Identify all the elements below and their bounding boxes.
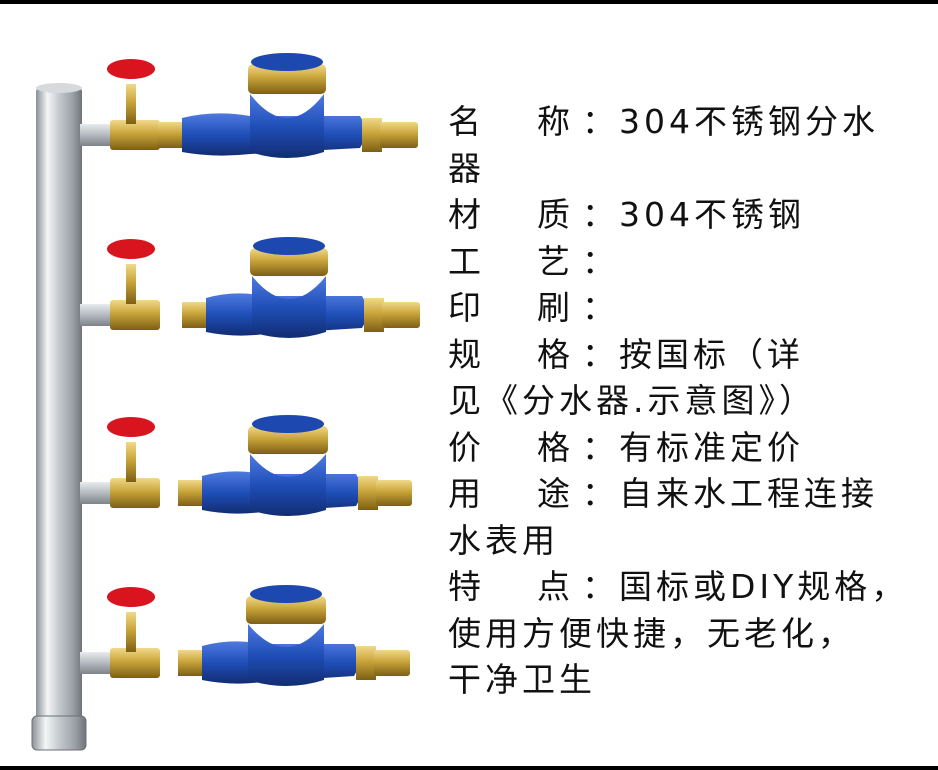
spec-separator: ： (582, 288, 619, 327)
spec-label: 工艺 (448, 239, 582, 286)
spec-value: 304不锈钢分水 (619, 102, 879, 141)
branch-2 (80, 237, 420, 338)
spec-separator: ： (582, 241, 619, 281)
spec-line: 印刷： (448, 285, 933, 332)
spec-label: 名称 (448, 99, 582, 146)
spec-value-continuation: 水表用 (448, 520, 559, 560)
spec-label-char: 材 (448, 195, 485, 234)
spec-line: 名称：304不锈钢分水 (448, 99, 933, 146)
spec-separator: ： (582, 195, 619, 234)
spec-label-char: 规 (448, 334, 485, 374)
spec-label-char: 刷 (537, 288, 574, 327)
manifold-end-cap (31, 715, 87, 751)
spec-separator: ： (582, 334, 619, 374)
spec-separator: ： (582, 474, 619, 513)
spec-label-char: 工 (448, 241, 485, 281)
spec-list: 名称：304不锈钢分水器材质：304不锈钢工艺：印刷：规格：按国标（详见《分水器… (448, 99, 933, 704)
manifold-pipe (36, 86, 82, 726)
spec-label-char: 质 (537, 195, 574, 234)
spec-value: 按国标（详 (619, 334, 804, 374)
spec-line: 规格：按国标（详 (448, 332, 933, 379)
branch-3 (80, 415, 412, 516)
spec-separator: ： (582, 102, 619, 141)
spec-line: 材质：304不锈钢 (448, 192, 933, 239)
spec-separator: ： (582, 427, 619, 467)
spec-line: 特点：国标或DIY规格， (448, 564, 933, 611)
spec-line: 工艺： (448, 239, 933, 286)
spec-label-char: 价 (448, 427, 485, 467)
branch-1 (80, 53, 418, 158)
spec-value-continuation: 使用方便快捷，无老化， (448, 613, 855, 653)
spec-label-char: 印 (448, 288, 485, 327)
spec-line: 用途：自来水工程连接 (448, 471, 933, 518)
spec-label: 价格 (448, 425, 582, 472)
spec-value-continuation: 器 (448, 148, 485, 188)
spec-label-char: 名 (448, 102, 485, 141)
spec-label-char: 途 (537, 474, 574, 513)
spec-label-char: 格 (537, 334, 574, 374)
spec-label-char: 艺 (537, 241, 574, 281)
spec-label-char: 点 (537, 567, 574, 606)
spec-label-char: 格 (537, 427, 574, 467)
spec-value: 自来水工程连接 (619, 474, 878, 513)
spec-value: 304不锈钢 (619, 195, 805, 234)
spec-value-continuation: 见《分水器.示意图》） (448, 381, 816, 420)
spec-label: 用途 (448, 471, 582, 518)
spec-label-char: 特 (448, 567, 485, 606)
spec-label: 特点 (448, 564, 582, 611)
spec-label-char: 称 (537, 102, 574, 141)
spec-label: 规格 (448, 332, 582, 379)
product-photo (31, 53, 420, 751)
spec-value: 有标准定价 (619, 427, 804, 467)
spec-value: 国标或DIY规格， (619, 567, 909, 606)
spec-label-char: 用 (448, 474, 485, 513)
spec-label: 印刷 (448, 285, 582, 332)
spec-line: 价格：有标准定价 (448, 425, 933, 472)
valve-handwheel (107, 59, 155, 79)
spec-value-continuation: 干净卫生 (448, 660, 596, 699)
spec-label: 材质 (448, 192, 582, 239)
spec-separator: ： (582, 567, 619, 606)
branch-4 (80, 585, 410, 686)
product-frame: 名称：304不锈钢分水器材质：304不锈钢工艺：印刷：规格：按国标（详见《分水器… (0, 4, 938, 766)
